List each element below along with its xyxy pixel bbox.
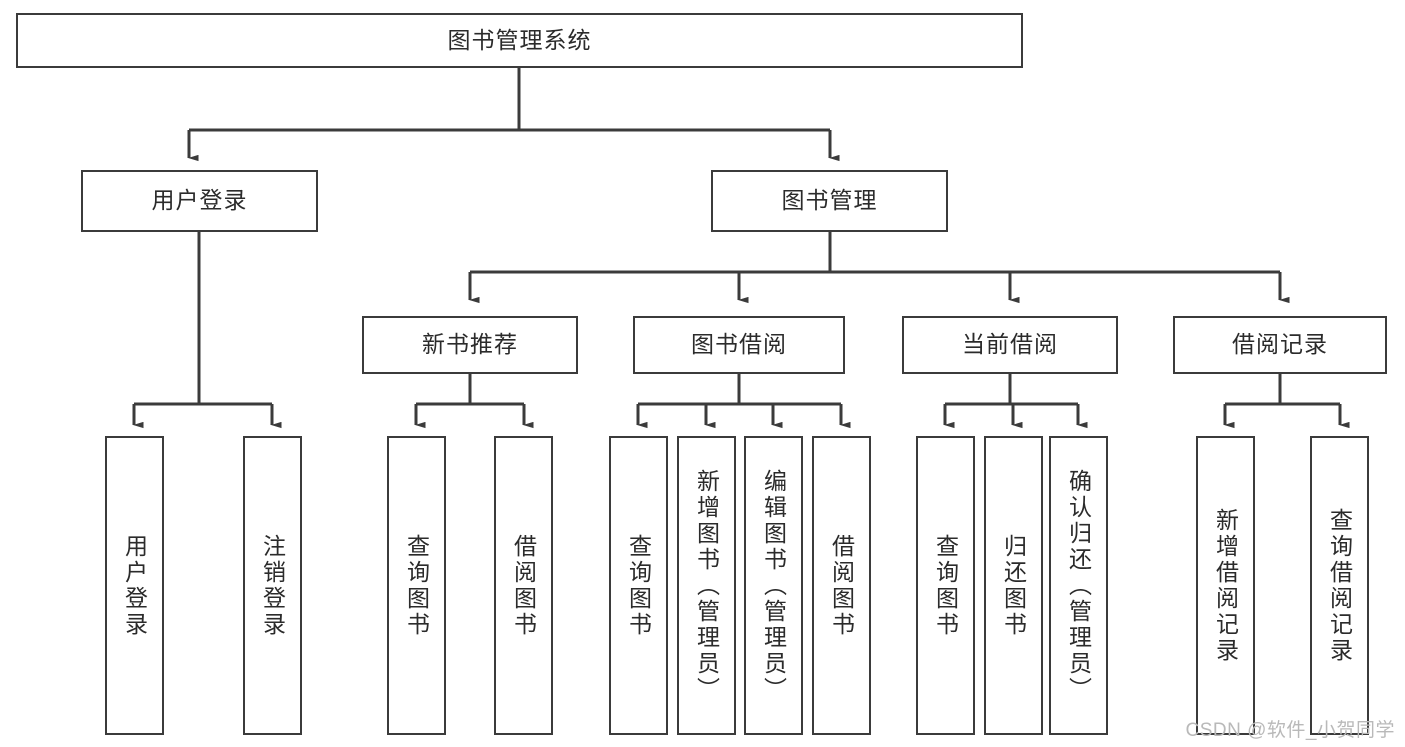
leaf-borrow-query-book[interactable]: 查询图书 bbox=[609, 436, 668, 735]
leaf-borrow-add-book-admin[interactable]: 新增图书（管理员） bbox=[677, 436, 736, 735]
leaf-label: 注销登录 bbox=[259, 533, 286, 638]
node-new-book-recommend[interactable]: 新书推荐 bbox=[362, 316, 578, 374]
leaf-label: 用户登录 bbox=[121, 533, 148, 638]
leaf-current-query-book[interactable]: 查询图书 bbox=[916, 436, 975, 735]
leaf-label: 编辑图书（管理员） bbox=[760, 468, 787, 703]
node-current-borrow[interactable]: 当前借阅 bbox=[902, 316, 1118, 374]
leaf-label: 新增借阅记录 bbox=[1212, 507, 1239, 664]
leaf-label: 查询借阅记录 bbox=[1326, 507, 1353, 664]
leaf-label: 借阅图书 bbox=[828, 533, 855, 638]
leaf-label: 新增图书（管理员） bbox=[693, 468, 720, 703]
node-user-login[interactable]: 用户登录 bbox=[81, 170, 318, 232]
leaf-new-book-borrow[interactable]: 借阅图书 bbox=[494, 436, 553, 735]
leaf-record-query-record[interactable]: 查询借阅记录 bbox=[1310, 436, 1369, 735]
leaf-new-book-query[interactable]: 查询图书 bbox=[387, 436, 446, 735]
node-borrow-record[interactable]: 借阅记录 bbox=[1173, 316, 1387, 374]
leaf-current-confirm-return-admin[interactable]: 确认归还（管理员） bbox=[1049, 436, 1108, 735]
leaf-record-add-record[interactable]: 新增借阅记录 bbox=[1196, 436, 1255, 735]
leaf-label: 确认归还（管理员） bbox=[1065, 468, 1092, 703]
leaf-label: 借阅图书 bbox=[510, 533, 537, 638]
node-book-management[interactable]: 图书管理 bbox=[711, 170, 948, 232]
node-root-system[interactable]: 图书管理系统 bbox=[16, 13, 1023, 68]
leaf-label: 查询图书 bbox=[625, 533, 652, 638]
node-book-borrow[interactable]: 图书借阅 bbox=[633, 316, 845, 374]
leaf-borrow-borrow-book[interactable]: 借阅图书 bbox=[812, 436, 871, 735]
leaf-label: 查询图书 bbox=[403, 533, 430, 638]
leaf-borrow-edit-book-admin[interactable]: 编辑图书（管理员） bbox=[744, 436, 803, 735]
leaf-label: 归还图书 bbox=[1000, 533, 1027, 638]
leaf-user-login-login[interactable]: 用户登录 bbox=[105, 436, 164, 735]
leaf-current-return-book[interactable]: 归还图书 bbox=[984, 436, 1043, 735]
leaf-label: 查询图书 bbox=[932, 533, 959, 638]
leaf-user-login-logout[interactable]: 注销登录 bbox=[243, 436, 302, 735]
